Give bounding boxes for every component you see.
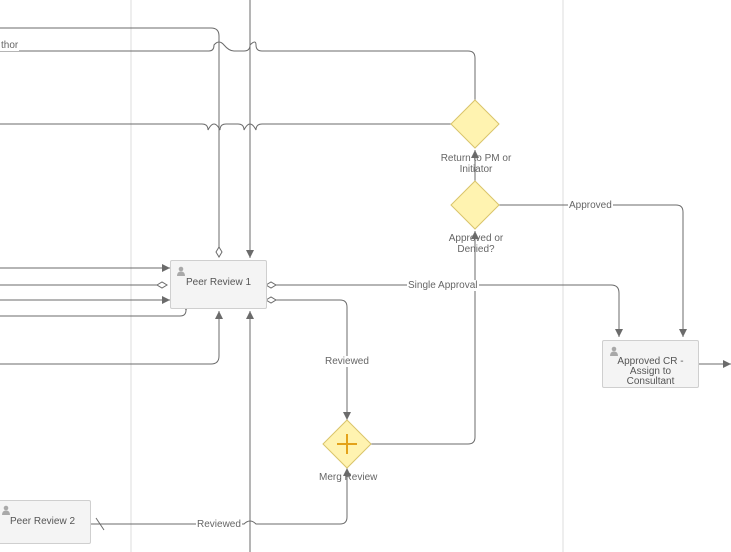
user-icon bbox=[177, 266, 185, 276]
sequence-flow-return-left[interactable] bbox=[0, 123, 451, 131]
task-approved-cr[interactable]: Approved CR - Assign to Consultant bbox=[602, 340, 699, 388]
sequence-flow-reviewed-2[interactable] bbox=[91, 468, 351, 525]
sequence-flow-approved[interactable] bbox=[499, 204, 687, 337]
task-peer-review-2[interactable]: Peer Review 2 bbox=[0, 500, 91, 544]
gateway-return-shape bbox=[450, 99, 500, 149]
gateway-return[interactable] bbox=[450, 99, 500, 149]
gateway-approved-denied[interactable] bbox=[450, 180, 500, 230]
user-icon bbox=[610, 346, 618, 356]
task-approved-cr-label: Approved CR - Assign to Consultant bbox=[617, 356, 684, 387]
sequence-flow-left-4[interactable] bbox=[0, 303, 190, 317]
gateway-merg-review[interactable] bbox=[322, 419, 372, 469]
sequence-flow-left-5[interactable] bbox=[0, 311, 223, 365]
task-peer-review-1-label: Peer Review 1 bbox=[185, 277, 252, 288]
sequence-flow-author[interactable] bbox=[0, 27, 223, 258]
sequence-flow-merg-to-approved-denied[interactable] bbox=[371, 231, 479, 445]
sequence-flow-return-top[interactable] bbox=[0, 41, 476, 100]
user-icon bbox=[2, 505, 10, 515]
parallel-plus-icon bbox=[337, 434, 357, 454]
sequence-flow-reviewed-1[interactable] bbox=[265, 296, 351, 420]
sequence-flow-single-approval[interactable] bbox=[265, 281, 623, 337]
lane-dividers bbox=[130, 0, 564, 552]
default-flow-marker bbox=[95, 517, 105, 531]
task-peer-review-1[interactable]: Peer Review 1 bbox=[170, 260, 267, 309]
gateway-approved-denied-shape bbox=[450, 180, 500, 230]
task-peer-review-2-label: Peer Review 2 bbox=[9, 516, 76, 527]
